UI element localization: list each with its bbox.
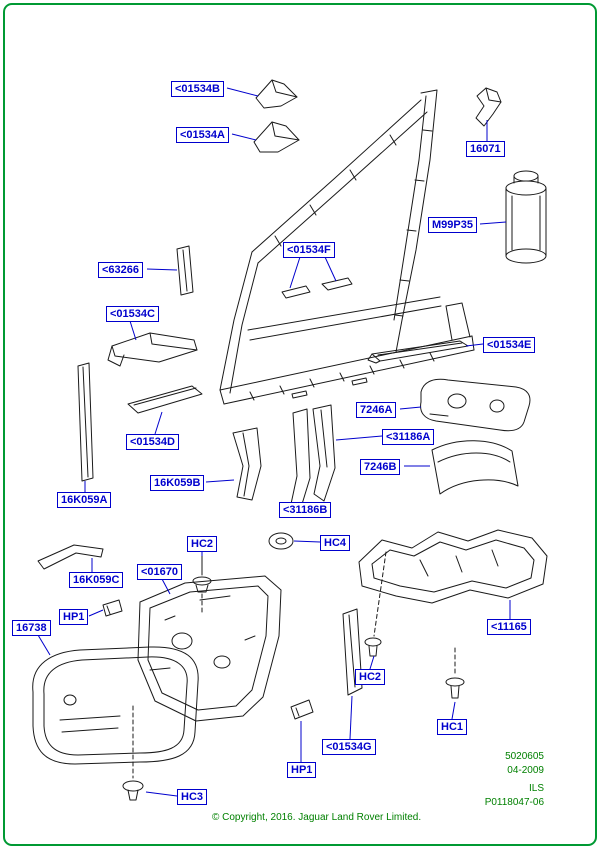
part-01534F-drawing xyxy=(281,277,353,299)
part-01534B-drawing xyxy=(255,79,298,109)
part-label-HC2-a[interactable]: HC2 xyxy=(187,536,218,552)
doc-code-4: P0118047-06 xyxy=(484,797,544,808)
footer-codes: 5020605 04-2009 ILS P0118047-06 xyxy=(485,750,544,810)
part-HC1-fastener-drawing xyxy=(445,647,465,699)
part-label-01534G[interactable]: <01534G xyxy=(322,739,376,755)
leader-line-01534F xyxy=(289,256,301,289)
part-label-HC1[interactable]: HC1 xyxy=(437,719,468,735)
part-63266-drawing xyxy=(176,245,194,296)
part-HC2-left-drawing xyxy=(192,553,212,613)
doc-code-3: ILS xyxy=(528,783,544,794)
part-01534A-drawing xyxy=(253,121,300,153)
part-7246A-drawing xyxy=(420,378,531,432)
part-16071-drawing xyxy=(475,87,502,127)
leader-line-01534G xyxy=(349,695,353,740)
part-label-HP1-a[interactable]: HP1 xyxy=(59,609,89,625)
part-label-7246B[interactable]: 7246B xyxy=(360,459,401,475)
leader-line-7246A xyxy=(399,406,422,410)
leader-line-63266 xyxy=(146,268,178,271)
part-label-01534A[interactable]: <01534A xyxy=(176,127,229,143)
part-HC4-drawing xyxy=(268,532,294,550)
part-label-01534E[interactable]: <01534E xyxy=(483,337,536,353)
part-label-HC3[interactable]: HC3 xyxy=(177,789,208,805)
part-01670-dash-panel-drawing xyxy=(137,575,282,722)
part-label-HP1-b[interactable]: HP1 xyxy=(287,762,317,778)
part-label-16738[interactable]: 16738 xyxy=(12,620,51,636)
part-label-16K059A[interactable]: 16K059A xyxy=(57,492,112,508)
part-label-01670[interactable]: <01670 xyxy=(137,564,183,580)
part-01534G-drawing xyxy=(342,608,363,696)
leader-line-HC3 xyxy=(145,791,178,797)
part-HP1-bottom-drawing xyxy=(290,699,314,720)
part-01534C-drawing xyxy=(107,332,198,367)
leader-line-01534A xyxy=(231,133,257,141)
part-HP1-left-drawing xyxy=(102,599,123,617)
part-16K059A-drawing xyxy=(77,362,94,482)
part-label-11165[interactable]: <11165 xyxy=(487,619,531,635)
part-label-01534B[interactable]: <01534B xyxy=(171,81,224,97)
part-label-7246A[interactable]: 7246A xyxy=(356,402,397,418)
part-label-31186A[interactable]: <31186A xyxy=(382,429,435,445)
part-16K059C-drawing xyxy=(37,544,104,570)
part-label-31186B[interactable]: <31186B xyxy=(279,502,332,518)
part-01534D-drawing xyxy=(127,385,203,414)
leader-line-HP1-a xyxy=(88,609,104,617)
leader-line-HC2-b xyxy=(369,655,375,670)
leader-line-HC1 xyxy=(451,701,456,720)
part-label-16K059B[interactable]: 16K059B xyxy=(150,475,205,491)
part-HC2-right-bolt-drawing xyxy=(364,551,387,657)
leader-line-01534C xyxy=(129,320,137,341)
part-label-01534C[interactable]: <01534C xyxy=(106,306,159,322)
part-11165-heat-shield-drawing xyxy=(358,529,548,604)
part-16K059B-drawing xyxy=(232,427,262,501)
part-HC3-plug-drawing xyxy=(122,705,144,801)
part-label-HC4[interactable]: HC4 xyxy=(320,535,351,551)
part-label-16K059C[interactable]: 16K059C xyxy=(69,572,124,588)
leader-line-01534D xyxy=(154,411,163,435)
doc-code-1: 5020605 xyxy=(505,751,544,762)
doc-code-2: 04-2009 xyxy=(507,765,544,776)
leader-line-31186A xyxy=(335,435,383,441)
part-7246B-drawing xyxy=(431,440,519,495)
part-16738-floor-pan-drawing xyxy=(32,646,199,765)
leader-line-01534E xyxy=(465,343,484,347)
leader-line-01534B xyxy=(226,87,259,97)
part-label-HC2-b[interactable]: HC2 xyxy=(355,669,386,685)
leader-line-16K059B xyxy=(205,479,235,483)
part-label-16071[interactable]: 16071 xyxy=(466,141,505,157)
part-31186A-drawing xyxy=(312,404,336,502)
leader-line-M99P35 xyxy=(479,221,507,225)
copyright-text: © Copyright, 2016. Jaguar Land Rover Lim… xyxy=(212,812,422,823)
leader-line-01534F xyxy=(324,256,337,282)
leader-line-16738 xyxy=(37,634,51,656)
part-label-01534F[interactable]: <01534F xyxy=(283,242,335,258)
part-label-63266[interactable]: <63266 xyxy=(98,262,144,278)
leader-line-01670 xyxy=(161,578,171,595)
leader-line-HC4 xyxy=(293,540,321,543)
part-label-01534D[interactable]: <01534D xyxy=(126,434,179,450)
part-label-M99P35[interactable]: M99P35 xyxy=(428,217,477,233)
